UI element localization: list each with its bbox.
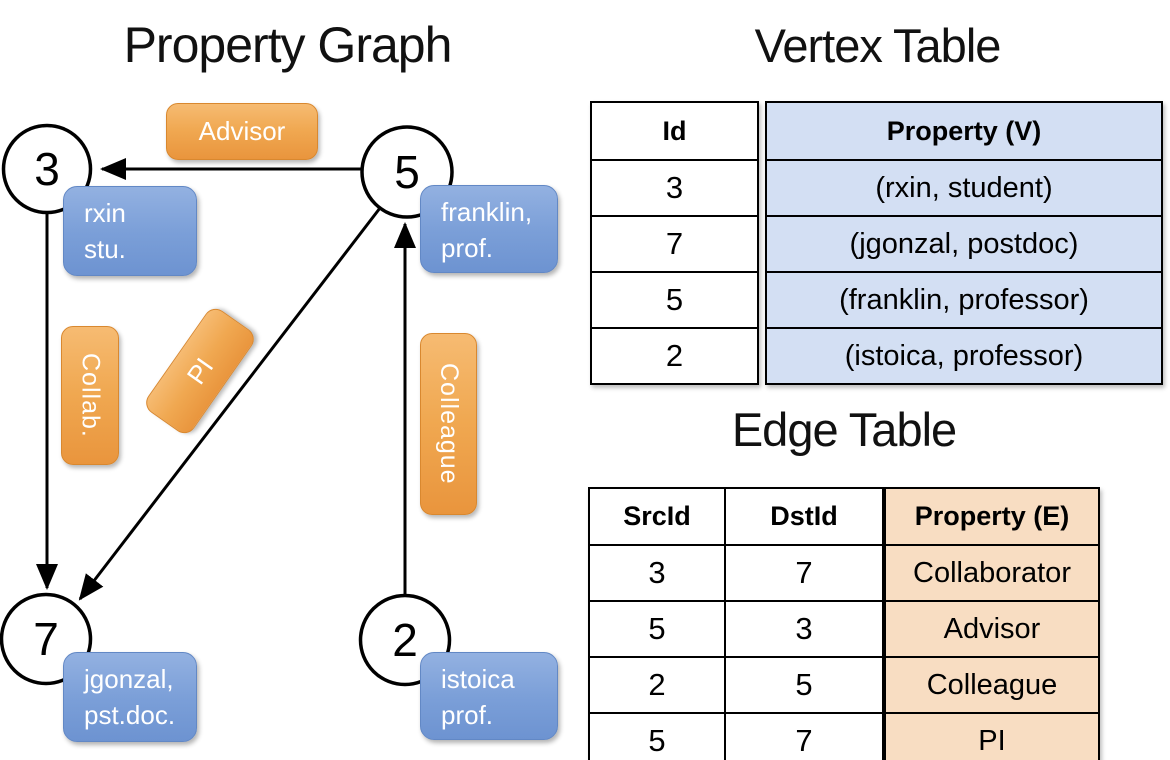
property-graph-title: Property Graph bbox=[123, 17, 453, 73]
edge-table-cell: Collaborator bbox=[884, 544, 1100, 602]
vertex-table-cell: (jgonzal, postdoc) bbox=[765, 215, 1163, 273]
vertex-table-header-property: Property (V) bbox=[765, 101, 1163, 161]
edge-table-cell: 2 bbox=[588, 656, 726, 714]
edge-table-cell: 5 bbox=[588, 600, 726, 658]
edge-pi-5-to-7 bbox=[78, 207, 382, 601]
vertex-table-cell: 2 bbox=[590, 327, 759, 385]
edge-table-cell: Advisor bbox=[884, 600, 1100, 658]
vertex-table-id-column: Id 3 7 5 2 bbox=[590, 101, 759, 385]
vertex-id-7: 7 bbox=[33, 613, 59, 665]
edge-table-cell: PI bbox=[884, 712, 1100, 760]
vertex-table-cell: (franklin, professor) bbox=[765, 271, 1163, 329]
vertex-property-box-5: franklin, prof. bbox=[420, 185, 558, 273]
edge-table-property-column: Property (E) Collaborator Advisor Collea… bbox=[884, 487, 1100, 760]
vertex-table-property-column: Property (V) (rxin, student) (jgonzal, p… bbox=[765, 101, 1163, 385]
vertex-property-box-3: rxin stu. bbox=[63, 186, 197, 276]
property-graph-diagram: Advisor Collab. Colleague PI rxin stu. f… bbox=[0, 103, 558, 742]
edge-table-cell: 5 bbox=[724, 656, 884, 714]
edge-table-cell: 5 bbox=[588, 712, 726, 760]
edge-table-title: Edge Table bbox=[731, 403, 957, 456]
vertex-id-2: 2 bbox=[392, 614, 418, 666]
vertex-table-cell: (rxin, student) bbox=[765, 159, 1163, 217]
edge-table-cell: 3 bbox=[588, 544, 726, 602]
vertex-table-title: Vertex Table bbox=[754, 19, 1002, 72]
edge-table-id-columns: SrcId DstId 3 7 5 3 2 5 5 7 bbox=[588, 487, 884, 760]
vertex-table-cell: 5 bbox=[590, 271, 759, 329]
vertex-table-cell: 3 bbox=[590, 159, 759, 217]
edge-table-cell: 7 bbox=[724, 712, 884, 760]
vertex-table-cell: (istoica, professor) bbox=[765, 327, 1163, 385]
edge-table-header-dstid: DstId bbox=[724, 487, 884, 546]
edge-table-header-srcid: SrcId bbox=[588, 487, 726, 546]
edge-label-advisor: Advisor bbox=[166, 103, 318, 160]
vertex-table-header-id: Id bbox=[590, 101, 759, 161]
edge-table-header-property: Property (E) bbox=[884, 487, 1100, 546]
edge-label-collaborator: Collab. bbox=[61, 326, 119, 465]
edge-label-colleague: Colleague bbox=[420, 333, 477, 515]
edge-table-cell: 7 bbox=[724, 544, 884, 602]
vertex-property-box-2: istoica prof. bbox=[420, 652, 558, 740]
vertex-property-box-7: jgonzal, pst.doc. bbox=[63, 652, 197, 742]
vertex-id-5: 5 bbox=[394, 146, 420, 198]
edge-table-cell: Colleague bbox=[884, 656, 1100, 714]
edge-table-cell: 3 bbox=[724, 600, 884, 658]
vertex-id-3: 3 bbox=[34, 143, 60, 195]
vertex-table-cell: 7 bbox=[590, 215, 759, 273]
